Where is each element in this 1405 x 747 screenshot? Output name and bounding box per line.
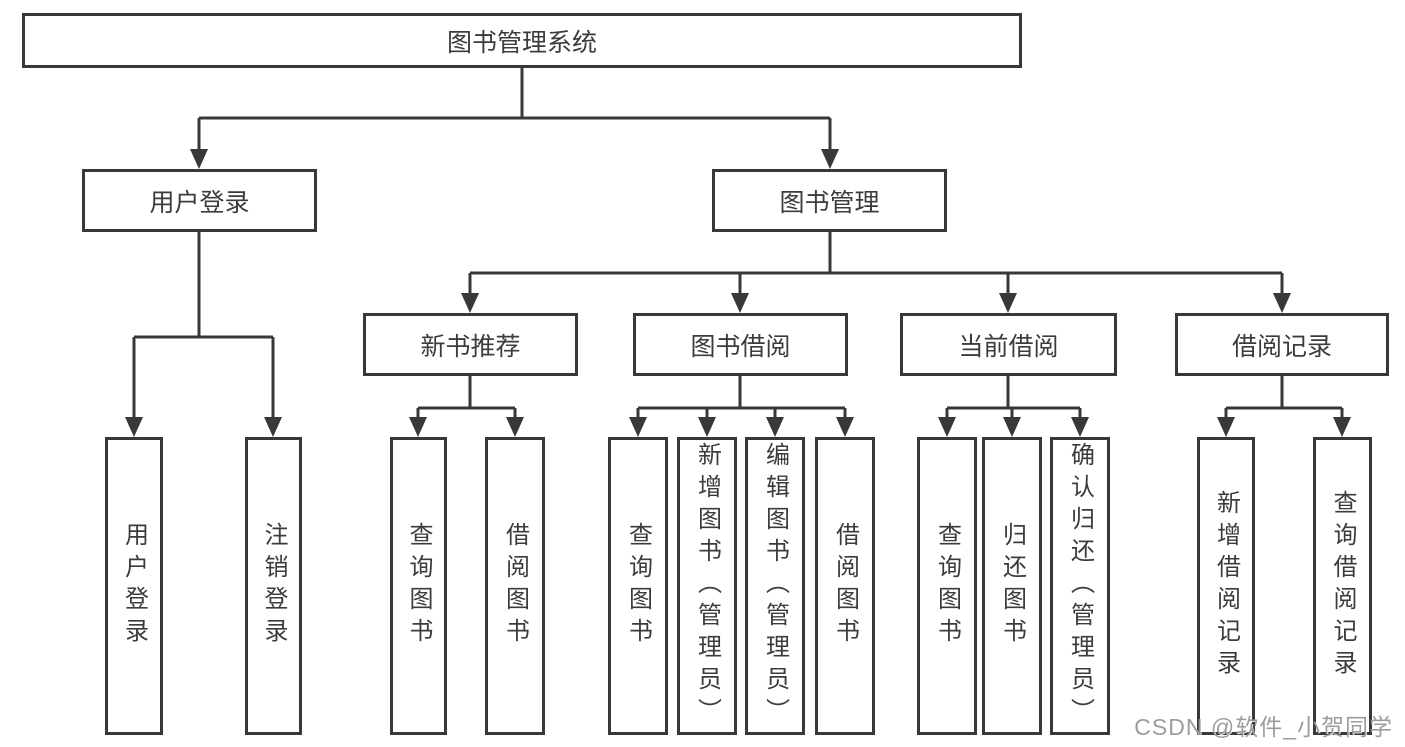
node-root-label: 图书管理系统 [446,28,597,57]
node-user-login: 用户登录 [82,169,317,232]
leaf-borrow-edit-books-admin: 编辑图书（管理员） [745,437,805,735]
leaf-recommend-borrow-books: 借阅图书 [485,437,545,735]
leaf-user-login-label: 用户登录 [120,522,148,650]
node-current-borrow-label: 当前借阅 [958,332,1059,361]
csdn-watermark: CSDN @软件_小贺同学 [1134,714,1393,740]
leaf-recommend-borrow-books-label: 借阅图书 [501,522,529,650]
leaf-records-query-record: 查询借阅记录 [1313,437,1372,735]
node-borrow-records: 借阅记录 [1175,313,1389,376]
arrowhead-icons [125,149,1351,437]
leaf-records-add-record-label: 新增借阅记录 [1212,490,1240,682]
node-book-management: 图书管理 [712,169,947,232]
node-book-borrow: 图书借阅 [633,313,848,376]
leaf-records-query-record-label: 查询借阅记录 [1329,490,1356,682]
node-root: 图书管理系统 [22,13,1022,68]
leaf-borrow-borrow-books-label: 借阅图书 [831,522,859,650]
leaf-borrow-add-books-admin: 新增图书（管理员） [677,437,737,735]
connector-path [132,68,1344,423]
node-borrow-records-label: 借阅记录 [1231,332,1332,361]
node-book-borrow-label: 图书借阅 [690,332,791,361]
leaf-borrow-add-books-admin-label: 新增图书（管理员） [693,442,721,730]
leaf-current-confirm-return-admin: 确认归还（管理员） [1050,437,1110,735]
leaf-borrow-query-books: 查询图书 [608,437,668,735]
leaf-borrow-edit-books-admin-label: 编辑图书（管理员） [761,442,789,730]
node-new-book-recommend: 新书推荐 [363,313,578,376]
leaf-current-confirm-return-admin-label: 确认归还（管理员） [1066,442,1094,730]
node-user-login-label: 用户登录 [149,188,250,217]
node-new-book-recommend-label: 新书推荐 [420,332,521,361]
node-current-borrow: 当前借阅 [900,313,1117,376]
leaf-records-add-record: 新增借阅记录 [1197,437,1255,735]
leaf-borrow-query-books-label: 查询图书 [624,522,652,650]
leaf-current-return-books-label: 归还图书 [998,522,1026,650]
leaf-current-query-books: 查询图书 [917,437,977,735]
leaf-logout-label: 注销登录 [260,522,287,650]
connector-strokes [132,68,1344,423]
leaf-logout: 注销登录 [245,437,302,735]
leaf-current-return-books: 归还图书 [982,437,1042,735]
leaf-current-query-books-label: 查询图书 [933,522,961,650]
leaf-recommend-query-books-label: 查询图书 [405,522,432,650]
leaf-borrow-borrow-books: 借阅图书 [815,437,875,735]
leaf-user-login: 用户登录 [105,437,163,735]
leaf-recommend-query-books: 查询图书 [390,437,447,735]
node-book-management-label: 图书管理 [779,188,880,217]
